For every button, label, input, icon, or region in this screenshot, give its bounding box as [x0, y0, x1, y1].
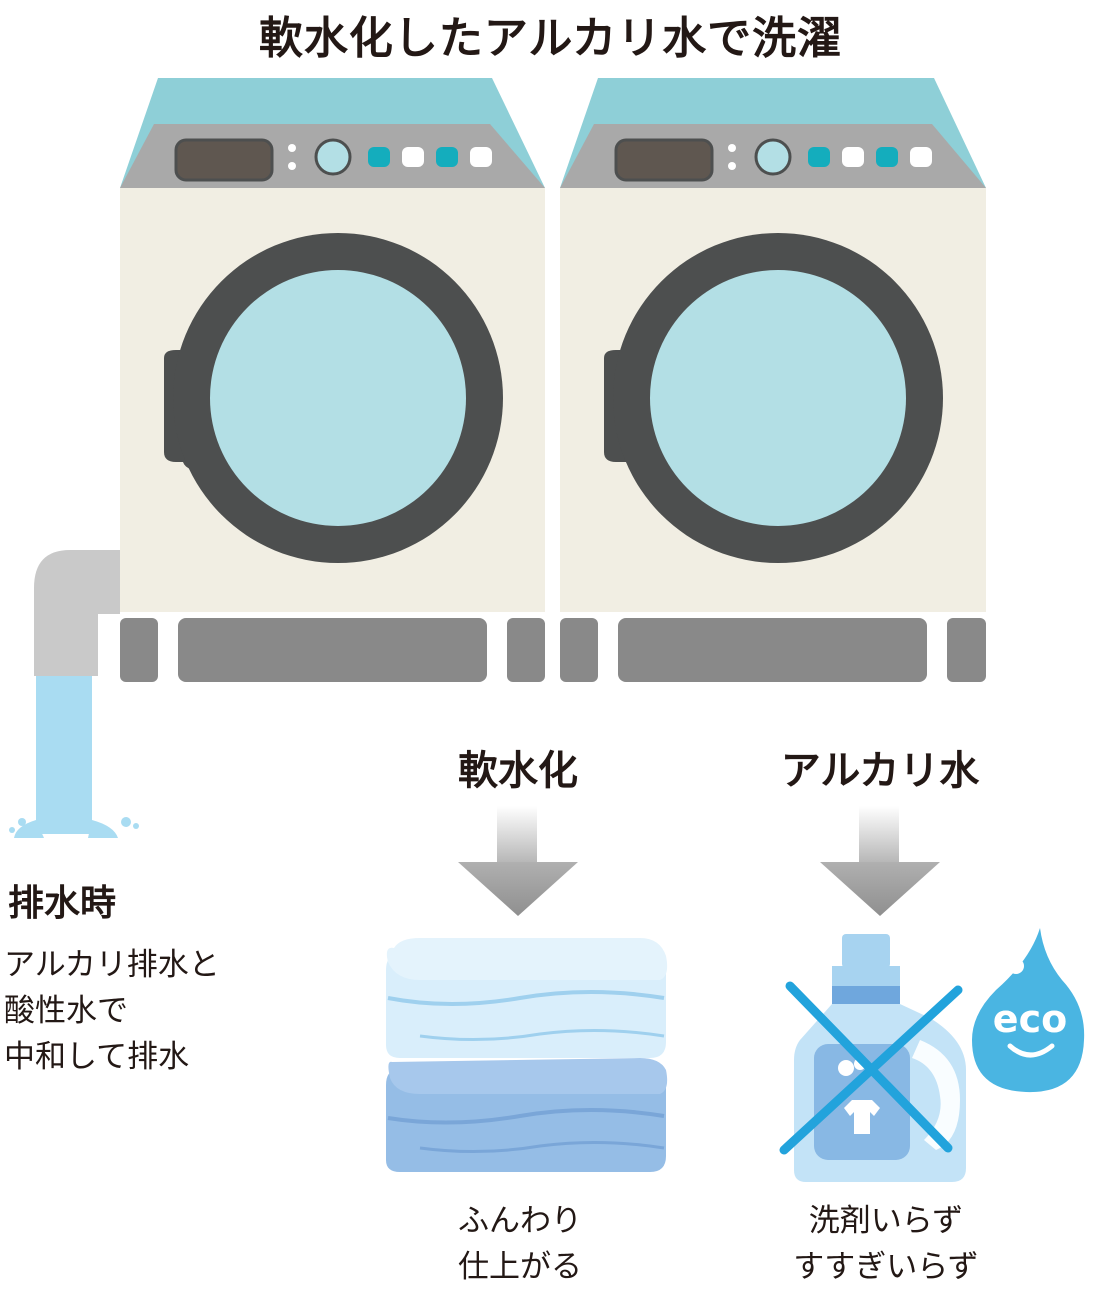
softening-caption-line: ふんわり — [458, 1203, 582, 1239]
drainage-description: アルカリ排水と 酸性水で 中和して排水 — [4, 942, 220, 1080]
washing-machine-right — [560, 78, 986, 682]
dial-knob — [754, 138, 792, 176]
washing-machine-left — [120, 78, 545, 682]
cross-mark-icon — [779, 981, 963, 1155]
water-drop-icon: eco — [972, 928, 1085, 1093]
drainage-desc-line: 中和して排水 — [4, 1039, 190, 1075]
alkaline-caption-line: すすぎいらず — [793, 1249, 979, 1285]
door-glass — [650, 270, 906, 526]
alkaline-caption-line: 洗剤いらず — [808, 1203, 964, 1239]
dial-knob — [314, 138, 352, 176]
detergent-bottle-icon — [794, 934, 966, 1182]
softening-caption: ふんわり 仕上がる — [400, 1198, 640, 1290]
drain-pipe — [9, 550, 139, 838]
eco-badge-text: eco — [993, 997, 1067, 1041]
drainage-desc-line: アルカリ排水と — [4, 947, 220, 983]
alkaline-label: アルカリ水 — [780, 748, 980, 794]
arrow-down-icon — [458, 806, 578, 916]
softening-caption-line: 仕上がる — [458, 1249, 582, 1285]
softening-label: 軟水化 — [458, 748, 578, 794]
drainage-desc-line: 酸性水で — [4, 993, 128, 1029]
display-panel — [174, 138, 274, 182]
door-glass — [210, 270, 466, 526]
towel-stack-icon — [386, 938, 668, 1172]
drainage-title: 排水時 — [8, 883, 117, 924]
arrow-down-icon — [820, 806, 940, 916]
alkaline-caption: 洗剤いらず すすぎいらず — [766, 1198, 1006, 1290]
display-panel — [614, 138, 714, 182]
drain-water — [36, 676, 92, 834]
page-title: 軟水化したアルカリ水で洗濯 — [258, 13, 843, 64]
